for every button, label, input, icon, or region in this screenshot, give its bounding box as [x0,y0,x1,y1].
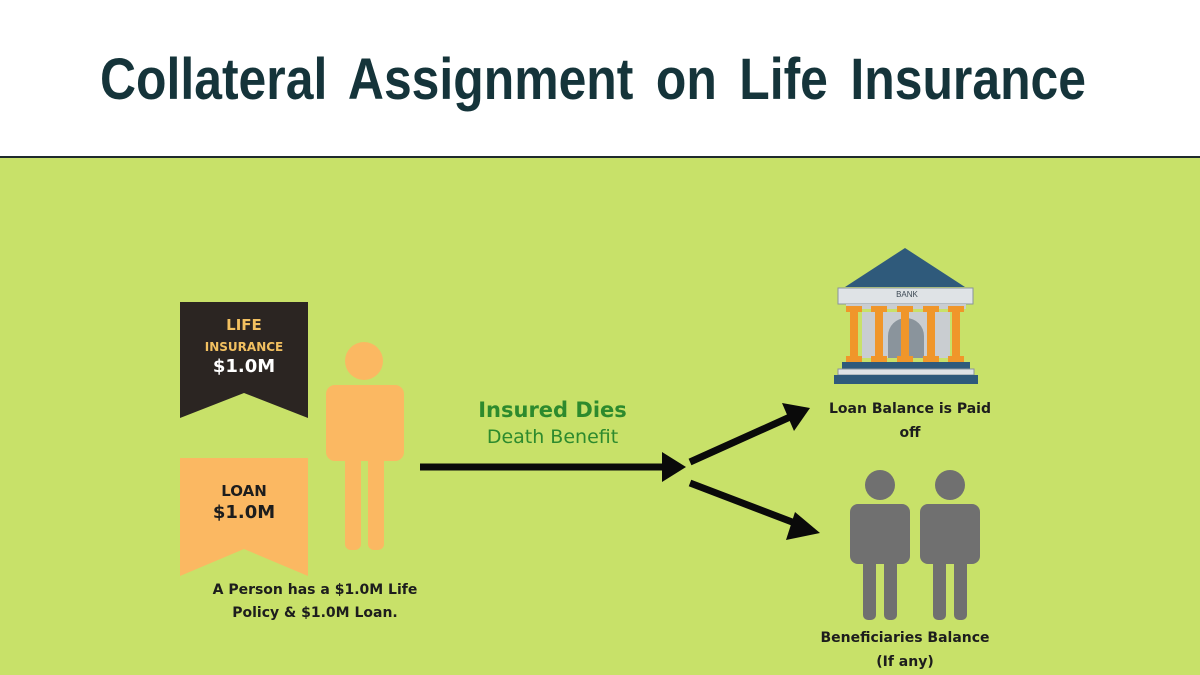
loan-badge [180,458,308,576]
arrow-up-right-icon [688,403,810,466]
loan-badge-amount: $1.0M [212,502,276,523]
loan-badge-label: LOAN [221,482,267,500]
arrow-benefit-label: Death Benefit [486,426,619,448]
page-title: Collateral Assignment on Life Insurance [100,47,1087,112]
beneficiaries-caption-line1: Beneficiaries Balance [820,630,990,646]
header: Collateral Assignment on Life Insurance [0,0,1200,156]
life-badge-amount: $1.0M [212,356,276,377]
person-icon [326,342,404,550]
life-insurance-badge [180,302,308,418]
person-caption: A Person has a $1.0M Life Policy & $1.0M… [212,582,418,621]
life-badge-label: LIFE [226,316,262,334]
diagram-panel [0,158,1200,675]
life-badge-sublabel: INSURANCE [204,340,284,354]
beneficiaries-caption: Beneficiaries Balance (If any) [790,626,1020,674]
header-divider [0,156,1200,158]
bank-icon [834,248,978,384]
beneficiaries-icon [850,470,980,620]
bank-caption: Loan Balance is Paid off [829,401,991,441]
arrow-down-right-icon [688,479,820,540]
arrow-event-label: Insured Dies [478,398,627,422]
bank-sign: BANK [896,290,918,299]
beneficiaries-caption-line2: (If any) [876,654,934,670]
arrow-right-icon [420,452,686,482]
